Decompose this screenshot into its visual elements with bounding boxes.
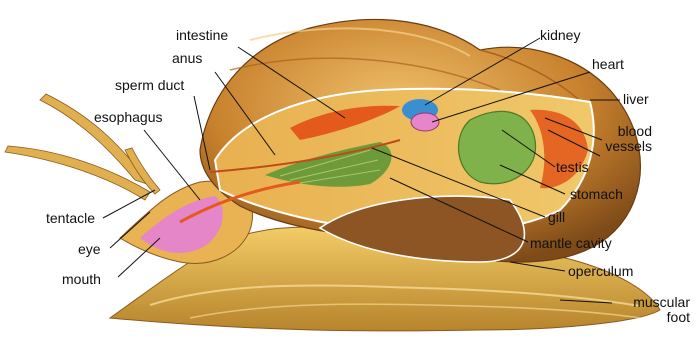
label-liver: liver [623, 92, 649, 107]
heart-shape [411, 113, 439, 131]
label-muscular-foot: muscular foot [612, 295, 690, 325]
label-intestine: intestine [176, 28, 228, 43]
label-stomach: stomach [570, 187, 623, 202]
label-muscular-foot-line1: muscular [612, 295, 690, 310]
label-operculum: operculum [568, 264, 633, 279]
label-esophagus: esophagus [94, 110, 163, 125]
label-gill: gill [548, 210, 565, 225]
label-blood-vessels: blood vessels [600, 124, 652, 154]
label-blood-vessels-line2: vessels [600, 139, 652, 154]
liver-shape [459, 111, 536, 183]
label-kidney: kidney [540, 28, 580, 43]
label-eye: eye [78, 242, 101, 257]
label-blood-vessels-line1: blood [600, 124, 652, 139]
label-tentacle: tentacle [46, 211, 95, 226]
label-anus: anus [172, 51, 202, 66]
label-mouth: mouth [62, 272, 101, 287]
label-testis: testis [556, 160, 589, 175]
label-heart: heart [592, 57, 624, 72]
label-mantle-cavity: mantle cavity [530, 236, 612, 251]
label-sperm-duct: sperm duct [115, 78, 184, 93]
label-muscular-foot-line2: foot [612, 310, 690, 325]
